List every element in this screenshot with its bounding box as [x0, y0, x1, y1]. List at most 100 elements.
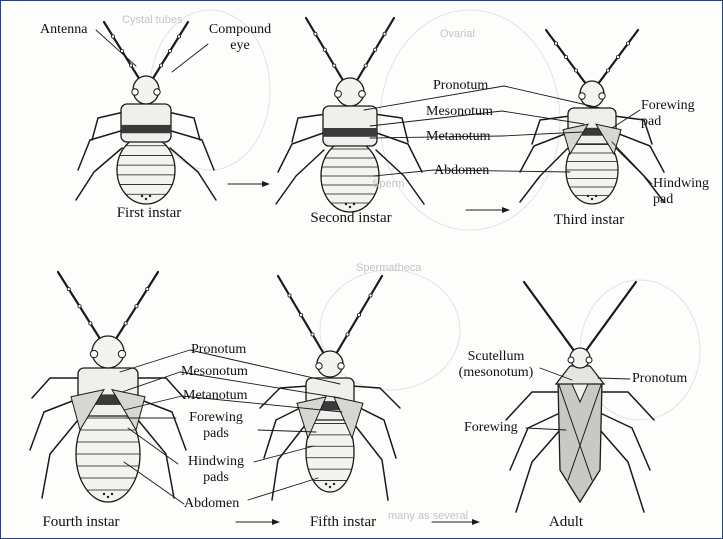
antenna-segment [311, 333, 314, 336]
antenna-segment [159, 64, 162, 67]
antenna-segment [78, 305, 81, 308]
leader-line [96, 30, 136, 66]
abdomen-tip-dot [111, 493, 113, 495]
show-through-text: many as several [388, 510, 468, 522]
antenna-segment [626, 42, 629, 45]
arrowhead [262, 181, 270, 187]
caption-first-instar: First instar [94, 205, 204, 222]
leg [520, 148, 568, 202]
antenna-segment [314, 32, 317, 35]
compound-eye [90, 350, 97, 357]
antenna-segment [606, 69, 609, 72]
insect-adult [506, 282, 654, 512]
show-through-text: Spermatheca [356, 262, 421, 274]
show-through-text: Sperm [372, 178, 404, 190]
compound-eye [316, 363, 322, 369]
leader-line [254, 446, 314, 462]
compound-eye [154, 89, 160, 95]
show-through-text: Cystal tubes [122, 14, 183, 26]
antenna-segment [323, 48, 326, 51]
antenna-segment [357, 313, 360, 316]
compound-eye [359, 91, 366, 98]
antenna-segment [89, 322, 92, 325]
antenna-segment [67, 288, 70, 291]
label-forewing-pads: Forewingpads [176, 410, 256, 442]
leg [520, 132, 570, 172]
antenna-segment [616, 55, 619, 58]
leg [510, 412, 562, 470]
leg [32, 378, 80, 398]
antenna-segment [574, 69, 577, 72]
antenna-segment [168, 49, 171, 52]
abdomen-tip-dot [329, 486, 331, 488]
caption-third-instar: Third instar [534, 212, 644, 229]
abdomen-tip-dot [595, 195, 597, 197]
antenna-segment [124, 322, 127, 325]
leg [376, 150, 424, 204]
abdomen-tip-dot [591, 198, 593, 200]
label-antenna: Antenna [40, 22, 87, 38]
label-pronotum: Pronotum [632, 371, 687, 387]
leader-line [598, 378, 630, 379]
antenna-segment [299, 313, 302, 316]
compound-eye [586, 357, 592, 363]
caption-second-instar: Second instar [292, 210, 410, 227]
leg [272, 424, 306, 500]
leg [138, 420, 174, 498]
abdomen [117, 136, 175, 204]
abdomen-tip-dot [325, 483, 327, 485]
leg [168, 112, 200, 140]
caption-adult: Adult [536, 514, 596, 531]
abdomen-tip-dot [149, 195, 151, 197]
caption-fifth-instar: Fifth instar [290, 514, 396, 531]
antenna-segment [374, 48, 377, 51]
label-pronotum: Pronotum [433, 78, 488, 94]
abdomen-tip-dot [349, 206, 351, 208]
leg [278, 132, 326, 172]
insect-fourth-instar [30, 272, 186, 502]
arrowhead [472, 519, 480, 525]
antenna-segment [146, 288, 149, 291]
arrowhead [502, 207, 510, 213]
thorax [323, 106, 377, 146]
compound-eye [132, 89, 138, 95]
label-mesonotum: Mesonotum [426, 104, 493, 120]
antenna-segment [369, 294, 372, 297]
label-pronotum: Pronotum [191, 342, 246, 358]
compound-eye [118, 350, 125, 357]
abdomen-tip-dot [145, 198, 147, 200]
abdomen-tip-dot [353, 203, 355, 205]
abdomen-tip-dot [141, 195, 143, 197]
leg [276, 150, 324, 204]
compound-eye [338, 363, 344, 369]
antenna-segment [177, 35, 180, 38]
show-through-text: Ovarial [440, 28, 475, 40]
compound-eye [579, 93, 585, 99]
compound-eye [568, 357, 574, 363]
leader-line [172, 44, 208, 72]
pronotum [556, 366, 604, 384]
abdomen-tip-dot [107, 496, 109, 498]
caption-fourth-instar: Fourth instar [26, 514, 136, 531]
abdomen-tip-dot [587, 195, 589, 197]
antenna-segment [554, 42, 557, 45]
leg [42, 420, 78, 498]
leg [354, 424, 388, 500]
antenna-segment [383, 32, 386, 35]
leg [598, 412, 650, 470]
leg [30, 398, 80, 450]
label-scutellum: Scutellum(mesonotum) [448, 349, 544, 381]
abdomen-tip-dot [103, 493, 105, 495]
thorax [121, 104, 171, 142]
antenna-segment [364, 64, 367, 67]
label-compound-eye: Compoundeye [204, 22, 276, 54]
label-metanotum: Metanotum [426, 129, 491, 145]
leader-line [120, 350, 190, 372]
abdomen-tip-dot [345, 203, 347, 205]
label-mesonotum: Mesonotum [181, 364, 248, 380]
arrowhead [272, 519, 280, 525]
leg [136, 378, 184, 398]
label-metanotum: Metanotum [183, 388, 248, 404]
